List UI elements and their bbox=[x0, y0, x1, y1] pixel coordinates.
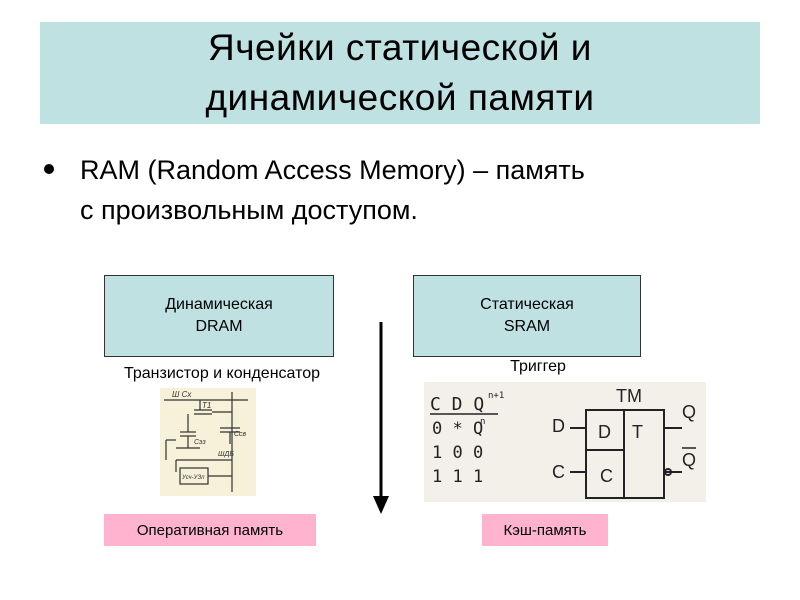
bullet-line-1: RAM (Random Access Memory) – память bbox=[80, 155, 585, 185]
trigger-pin-c: C bbox=[552, 462, 565, 482]
down-arrow-icon bbox=[373, 322, 389, 514]
trigger-inner-d: D bbox=[598, 422, 611, 442]
sram-usage-tag: Кэш-память bbox=[482, 514, 608, 546]
sram-trigger-schematic: C D Q n+1 0 * Q n 1 0 0 1 1 1 TM D C D T… bbox=[424, 382, 706, 502]
dram-label-wordline: ШДБ bbox=[218, 451, 234, 458]
truth-table-row-3: 1 1 1 bbox=[432, 467, 483, 487]
bullet-dot-icon bbox=[44, 164, 54, 174]
trigger-pin-d: D bbox=[552, 416, 565, 436]
bullet-item: RAM (Random Access Memory) – память с пр… bbox=[44, 150, 784, 230]
dram-box-abbr: DRAM bbox=[195, 318, 243, 335]
slide-title: Ячейки статической и динамической памяти bbox=[205, 23, 594, 123]
sram-caption: Триггер bbox=[510, 358, 566, 375]
dram-label-amp: Усч-УЗп bbox=[181, 475, 205, 481]
bullet-line-2: с произвольным доступом. bbox=[80, 195, 418, 225]
truth-table-header: C D Q bbox=[430, 394, 484, 415]
bullet-text: RAM (Random Access Memory) – память с пр… bbox=[80, 150, 585, 230]
dram-label-bitline: Ш Сх bbox=[172, 390, 192, 399]
sram-box: Статическая SRAM bbox=[413, 275, 641, 357]
dram-caption: Транзистор и конденсатор bbox=[123, 365, 321, 382]
trigger-out-q: Q bbox=[682, 402, 696, 422]
trigger-out-qbar: Q bbox=[682, 450, 696, 470]
dram-cell-schematic: Ш Сх T1 Cсв Cэз ШДБ Усч-УЗп bbox=[160, 388, 256, 496]
title-band: Ячейки статической и динамической памяти bbox=[40, 22, 760, 124]
truth-table-header-sup: n+1 bbox=[488, 391, 504, 401]
sram-box-title: Статическая bbox=[480, 296, 574, 313]
dram-label-transistor: T1 bbox=[202, 401, 211, 410]
trigger-title: TM bbox=[616, 386, 642, 406]
truth-table-row-1: 0 * Q bbox=[432, 419, 483, 439]
trigger-inner-t: T bbox=[632, 422, 643, 442]
truth-table-row-1-sup: n bbox=[480, 417, 485, 427]
title-line-2: динамической памяти bbox=[205, 77, 595, 118]
dram-box-title: Динамическая bbox=[165, 296, 273, 313]
trigger-inner-c: C bbox=[600, 466, 613, 486]
dram-label-cap-main: Cсв bbox=[234, 431, 247, 438]
sram-box-abbr: SRAM bbox=[503, 318, 551, 335]
dram-usage-tag: Оперативная память bbox=[104, 514, 316, 546]
dram-label-cap-storage: Cэз bbox=[194, 439, 206, 446]
dram-box: Динамическая DRAM bbox=[104, 275, 334, 357]
truth-table-row-2: 1 0 0 bbox=[432, 443, 483, 463]
title-line-1: Ячейки статической и bbox=[208, 27, 592, 68]
